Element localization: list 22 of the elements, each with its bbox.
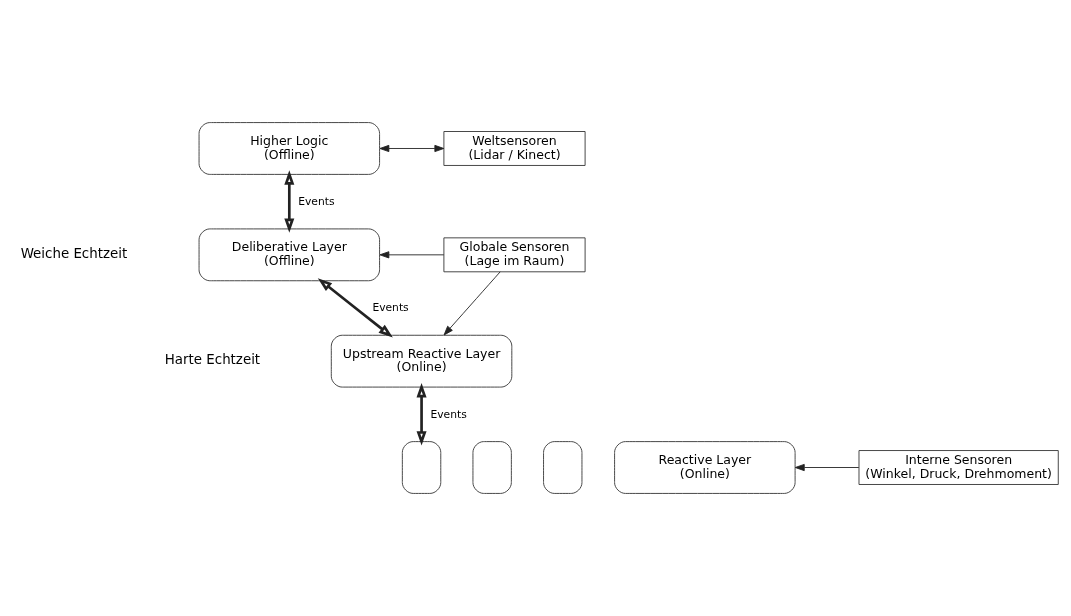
arrow: [379, 144, 445, 153]
node-box: Globale Sensoren (Lage im Raum): [443, 237, 586, 273]
arrow: [284, 170, 295, 233]
edge-label: Events: [298, 194, 335, 208]
node-box: [401, 441, 442, 494]
node-box: [472, 441, 512, 494]
arrow: [379, 251, 445, 259]
label: Weiche Echtzeit: [20, 245, 128, 261]
arrow: [443, 271, 501, 336]
edge-label: Events: [430, 407, 467, 421]
arrow: [794, 463, 860, 472]
arrow: [416, 383, 427, 446]
node-box: Interne Sensoren (Winkel, Druck, Drehmoment): [858, 450, 1059, 485]
edge-label: Events: [372, 301, 409, 315]
node-box: Upstream Reactive Layer (Online): [330, 334, 513, 388]
node-box: Weltsensoren (Lidar / Kinect): [443, 131, 586, 166]
node-box: Deliberative Layer (Offline): [198, 228, 380, 282]
node-box: Reactive Layer (Online): [614, 441, 796, 494]
label: Harte Echtzeit: [164, 352, 261, 368]
node-box: Higher Logic (Offline): [198, 122, 380, 175]
node-box: [543, 441, 583, 494]
arrow: [317, 278, 393, 338]
